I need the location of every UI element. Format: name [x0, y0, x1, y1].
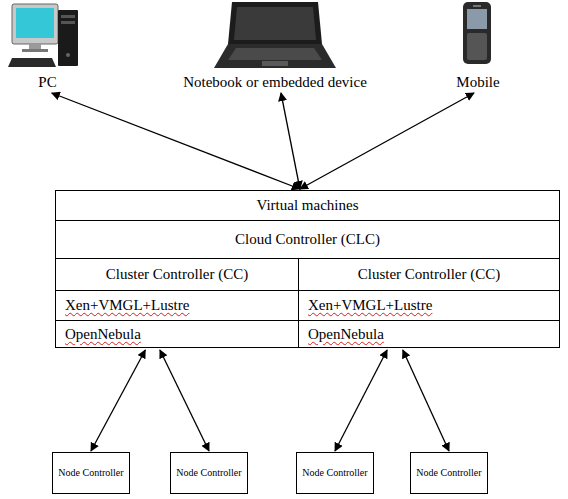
band-node: Cluster Controller (CC) — [55, 258, 299, 291]
band-node: Xen+VMGL+Lustre — [55, 290, 299, 321]
pc-icon — [8, 4, 78, 67]
device-node: PC — [5, 0, 90, 91]
connector-arrow — [91, 350, 145, 451]
node-box-node: Node Controller — [52, 452, 130, 494]
box-label: Node Controller — [176, 466, 241, 480]
band-node: Virtual machines — [55, 190, 560, 221]
node-box-node: Node Controller — [296, 452, 374, 494]
device-label: Mobile — [456, 74, 499, 91]
device-node: Notebook or embedded device — [125, 0, 425, 91]
box-label: Virtual machines — [257, 197, 359, 214]
connector-arrow — [300, 93, 474, 189]
box-label: Node Controller — [302, 466, 367, 480]
box-label: Xen+VMGL+Lustre — [65, 297, 189, 314]
box-label: OpenNebula — [308, 326, 384, 343]
device-node: Mobile — [438, 0, 518, 91]
band-node: Cloud Controller (CLC) — [55, 220, 560, 259]
notebook-icon — [214, 2, 336, 68]
band-node: OpenNebula — [298, 320, 560, 348]
band-node: OpenNebula — [55, 320, 299, 348]
band-node: Cluster Controller (CC) — [298, 258, 560, 291]
box-label: Cluster Controller (CC) — [106, 266, 249, 283]
band-node: Xen+VMGL+Lustre — [298, 290, 560, 321]
mobile-icon — [463, 2, 491, 64]
box-label: OpenNebula — [65, 326, 141, 343]
connector-arrow — [160, 350, 209, 451]
node-box-node: Node Controller — [170, 452, 248, 494]
node-box-node: Node Controller — [410, 452, 488, 494]
box-label: Cloud Controller (CLC) — [235, 231, 380, 248]
device-label: Notebook or embedded device — [183, 74, 367, 91]
connector-arrow — [403, 350, 449, 451]
connector-arrow — [335, 350, 387, 451]
connector-arrow — [281, 93, 300, 189]
box-label: Cluster Controller (CC) — [358, 266, 501, 283]
box-label: Node Controller — [416, 466, 481, 480]
device-label: PC — [38, 74, 56, 91]
box-label: Node Controller — [58, 466, 123, 480]
connector-arrow — [52, 93, 300, 189]
box-label: Xen+VMGL+Lustre — [308, 297, 432, 314]
